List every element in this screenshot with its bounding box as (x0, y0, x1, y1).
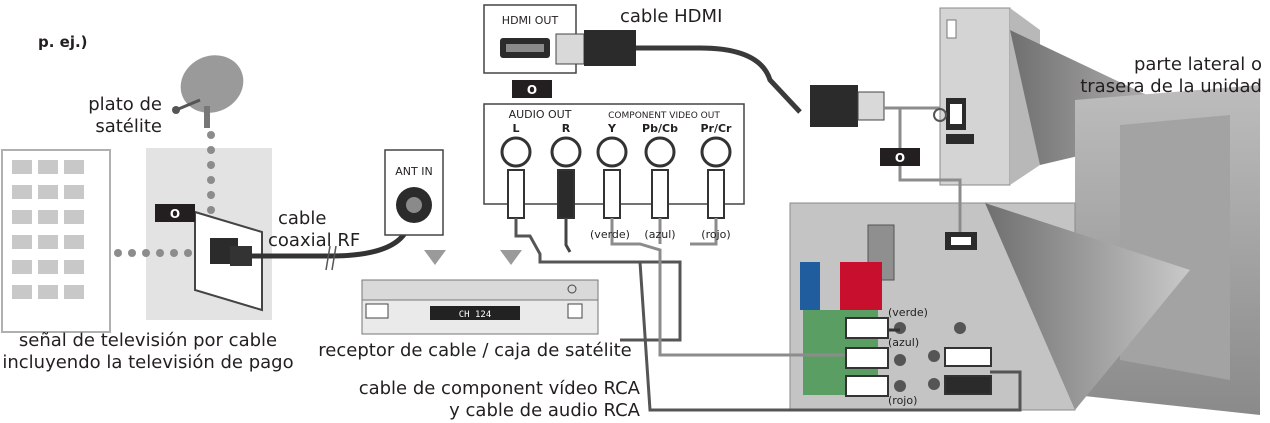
hdmi-out-label: HDMI OUT (502, 14, 559, 27)
hdmi-cable-label: cable HDMI (620, 6, 722, 27)
green-label-side: (verde) (888, 306, 928, 319)
rca-cable-label-1: cable de component vídeo RCA (359, 378, 641, 399)
rear-rca-plugs (845, 317, 992, 397)
or-badge: O (155, 204, 195, 222)
receiver-label: receptor de cable / caja de satélite (318, 340, 631, 361)
audio-out-label: AUDIO OUT (509, 108, 572, 121)
audio-r-label: R (562, 122, 571, 135)
hdmi-cable (555, 30, 962, 232)
rca-plugs (507, 169, 725, 219)
unit-side-label-1: parte lateral o (1134, 54, 1262, 75)
arrow-down-icon (500, 250, 522, 265)
arrow-down-icon (424, 250, 446, 265)
rf-cable-label-1: cable (278, 208, 326, 229)
satellite-dish-label-1: plato de (88, 94, 162, 115)
green-label-top: (verde) (590, 228, 630, 241)
audio-l-label: L (512, 122, 519, 135)
building-icon (1, 149, 111, 333)
blue-label-top: (azul) (644, 228, 675, 241)
cable-signal-label-2: incluyendo la televisión de pago (2, 352, 293, 373)
satellite-dish-icon (172, 55, 244, 128)
cable-signal-label-1: señal de televisión por cable (19, 330, 277, 351)
cable-receiver-box (361, 279, 599, 335)
example-label: p. ej.) (38, 33, 88, 51)
signal-dotted-lines (114, 131, 215, 257)
svg-text:O: O (895, 151, 905, 165)
component-out-label: COMPONENT VIDEO OUT (608, 111, 720, 121)
red-label-top: (rojo) (701, 228, 730, 241)
svg-text:O: O (170, 207, 180, 221)
ant-in-label: ANT IN (395, 165, 432, 178)
or-badge: O (512, 80, 552, 98)
blue-label-side: (azul) (888, 336, 919, 349)
ant-in-jack[interactable] (384, 149, 444, 236)
satellite-dish-label-2: satélite (95, 116, 162, 137)
red-label-side: (rojo) (888, 394, 917, 407)
comp-y-label: Y (607, 122, 617, 135)
rca-cable-label-2: y cable de audio RCA (449, 400, 641, 421)
receiver-display: CH 124 (459, 310, 492, 320)
comp-pr-label: Pr/Cr (700, 122, 732, 135)
comp-pb-label: Pb/Cb (642, 122, 678, 135)
rca-cables (514, 218, 1022, 412)
wall-outlet-area (146, 148, 272, 320)
or-badge: O (880, 148, 920, 166)
svg-text:O: O (527, 83, 537, 97)
unit-side-label-2: trasera de la unidad (1080, 76, 1262, 97)
rf-cable-label-2: coaxial RF (268, 230, 360, 251)
